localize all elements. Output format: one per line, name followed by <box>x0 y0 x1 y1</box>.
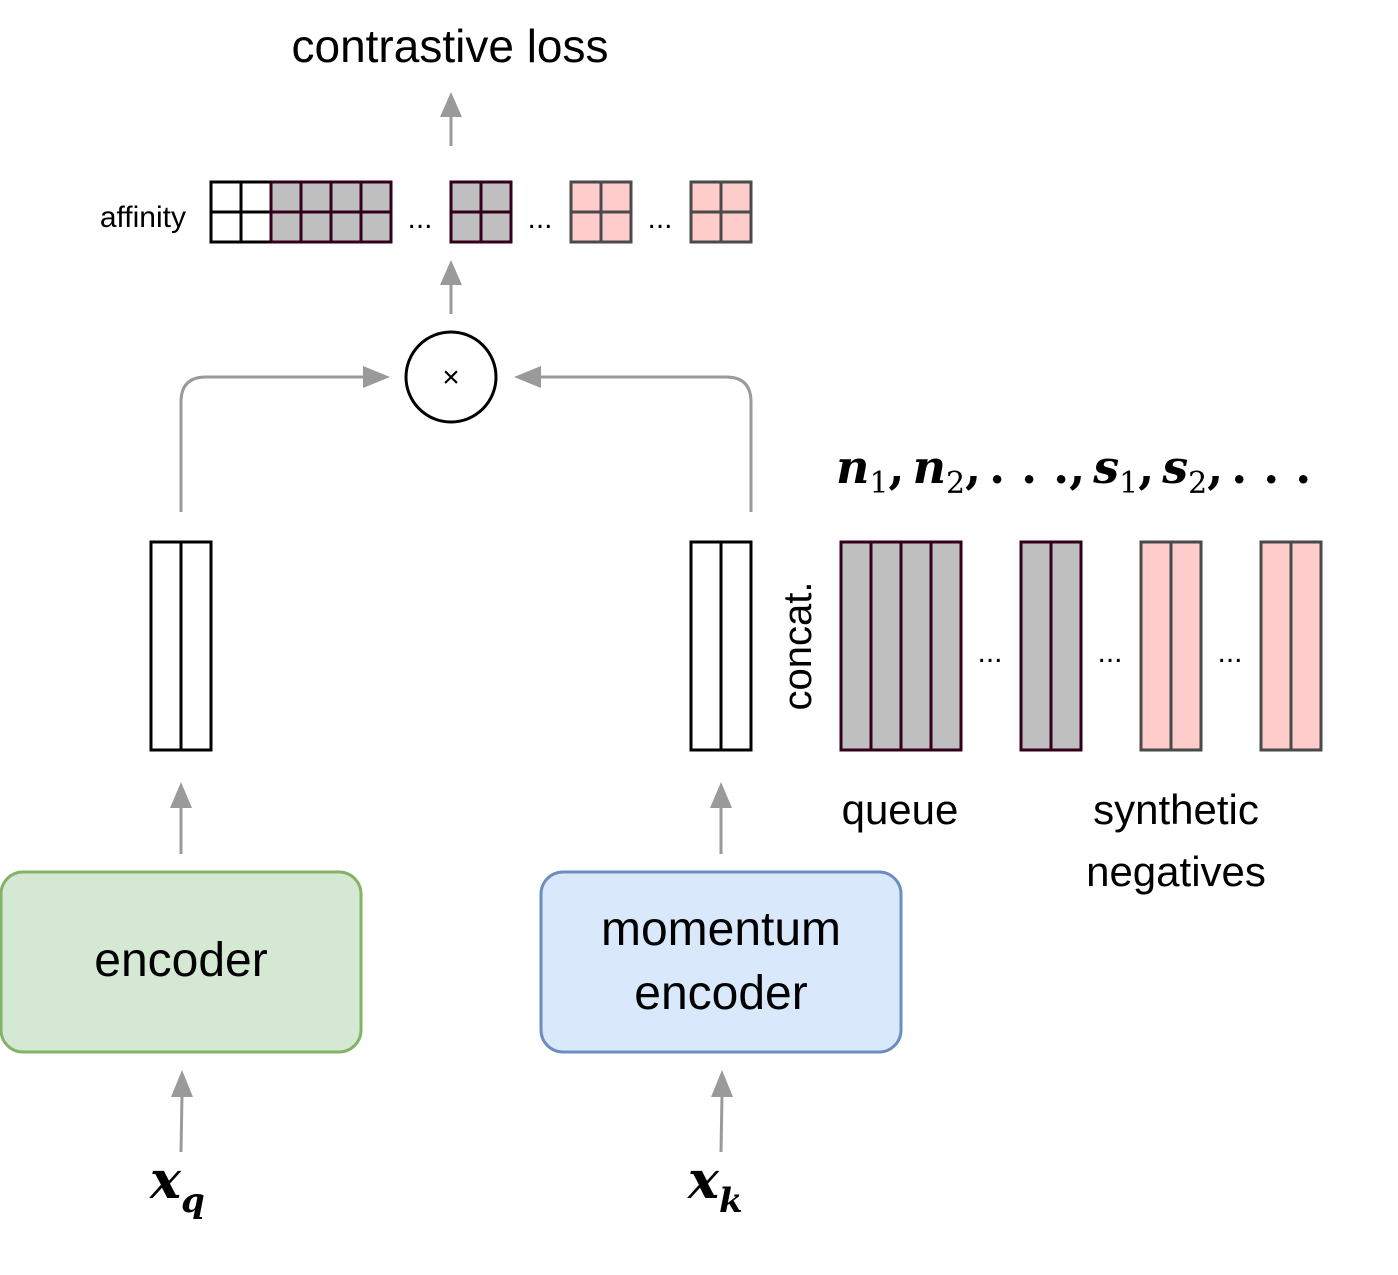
concat-label: concat. <box>776 582 820 711</box>
affinity-ellipsis-3: ... <box>647 202 672 235</box>
synthetic-label-line1: synthetic <box>1093 786 1259 833</box>
synthetic-negatives-block-1 <box>1139 540 1203 752</box>
multiply-node: × <box>404 330 498 424</box>
affinity-queue-block <box>269 180 393 244</box>
synthetic-negatives-block-2 <box>1259 540 1323 752</box>
arrow-key-to-multiply <box>514 366 753 512</box>
arrow-query-to-multiply <box>179 366 390 512</box>
synthetic-label-line2: negatives <box>1086 848 1266 895</box>
affinity-ellipsis-2: ... <box>527 202 552 235</box>
multiply-icon: × <box>442 361 460 394</box>
query-input-label: xq <box>149 1150 205 1221</box>
affinity-synthetic-block-2 <box>689 180 753 244</box>
affinity-label: affinity <box>100 201 186 234</box>
arrow-xq-to-encoder <box>171 1070 193 1153</box>
contrastive-loss-title: contrastive loss <box>291 20 608 72</box>
negatives-ellipsis-2: ... <box>1097 636 1122 669</box>
key-vector <box>689 540 753 752</box>
arrow-xk-to-momentum <box>711 1070 733 1153</box>
negatives-ellipsis-3: ... <box>1217 636 1242 669</box>
encoder-box: encoder <box>0 870 363 1054</box>
key-input-label: xk <box>687 1150 743 1221</box>
queue-label: queue <box>842 786 959 833</box>
momentum-label-line2: encoder <box>634 967 807 1020</box>
encoder-label: encoder <box>94 934 267 987</box>
momentum-label-line1: momentum <box>601 903 841 956</box>
queue-negatives-block-2 <box>1019 540 1083 752</box>
negatives-ellipsis-1: ... <box>977 636 1002 669</box>
arrow-momentum-to-key <box>710 782 732 854</box>
affinity-synthetic-block-1 <box>569 180 633 244</box>
arrow-to-affinity <box>440 260 462 314</box>
affinity-matrix: ... ... ... <box>209 180 753 244</box>
momentum-encoder-box: momentum encoder <box>539 870 903 1054</box>
negatives-sequence-label: n1,n2,. . .,s1,s2,. . . <box>836 440 1311 501</box>
query-vector <box>149 540 213 752</box>
affinity-ellipsis-1: ... <box>407 202 432 235</box>
affinity-positive-block <box>209 180 273 244</box>
arrow-encoder-to-query <box>170 782 192 854</box>
arrow-to-loss <box>440 92 462 146</box>
affinity-queue-block-2 <box>449 180 513 244</box>
queue-negatives-block <box>839 540 963 752</box>
